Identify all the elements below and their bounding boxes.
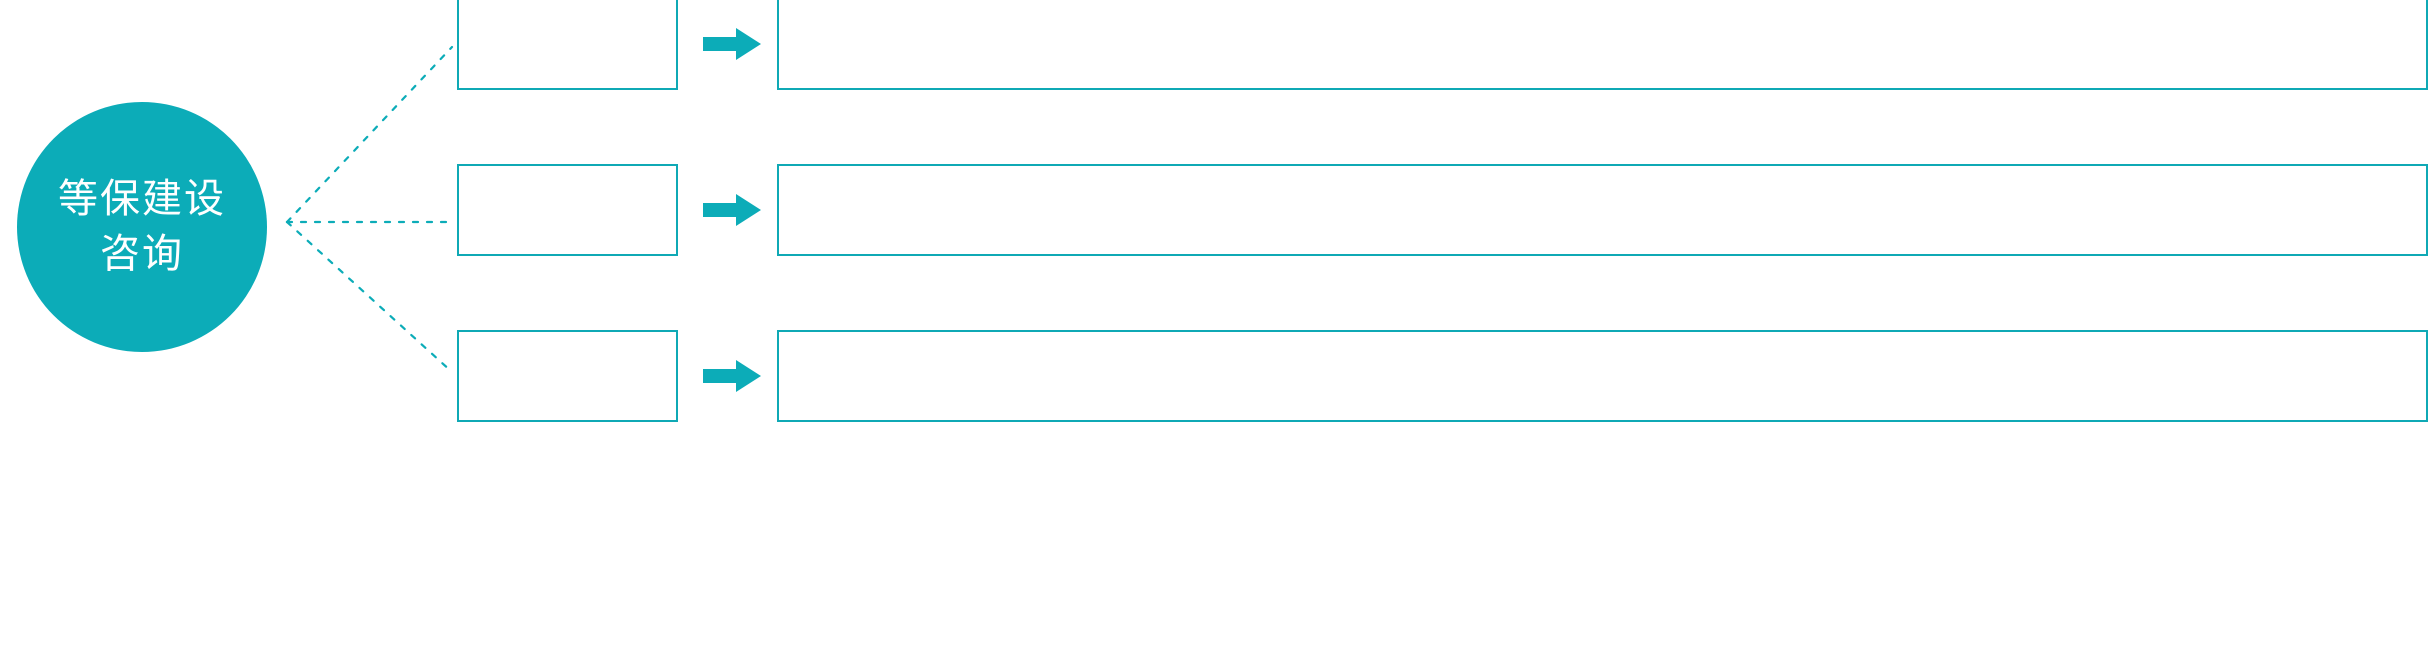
stage-box-2[interactable] bbox=[457, 164, 678, 256]
stage-box-2-label bbox=[459, 166, 676, 178]
block-arrow-right-icon-1 bbox=[703, 28, 761, 60]
stage-box-3[interactable] bbox=[457, 330, 678, 422]
detail-box-2-label bbox=[779, 166, 2426, 178]
block-arrow-right-icon-3 bbox=[703, 360, 761, 392]
detail-box-1-label bbox=[779, 0, 2426, 12]
detail-box-2[interactable] bbox=[777, 164, 2428, 256]
diagram-row bbox=[0, 0, 2434, 90]
diagram-row bbox=[0, 164, 2434, 256]
diagram-row bbox=[0, 330, 2434, 422]
detail-box-3[interactable] bbox=[777, 330, 2428, 422]
hub-label-line-2: 咨询 bbox=[100, 232, 184, 276]
block-arrow-right-icon-2 bbox=[703, 194, 761, 226]
detail-box-3-label bbox=[779, 332, 2426, 344]
stage-box-3-label bbox=[459, 332, 676, 344]
stage-box-1[interactable] bbox=[457, 0, 678, 90]
hub-label-line-1: 等保建设 bbox=[58, 176, 226, 221]
hub-circle[interactable]: 等保建设 咨询 bbox=[17, 102, 267, 352]
stage-box-1-label bbox=[459, 0, 676, 12]
detail-box-1[interactable] bbox=[777, 0, 2428, 90]
